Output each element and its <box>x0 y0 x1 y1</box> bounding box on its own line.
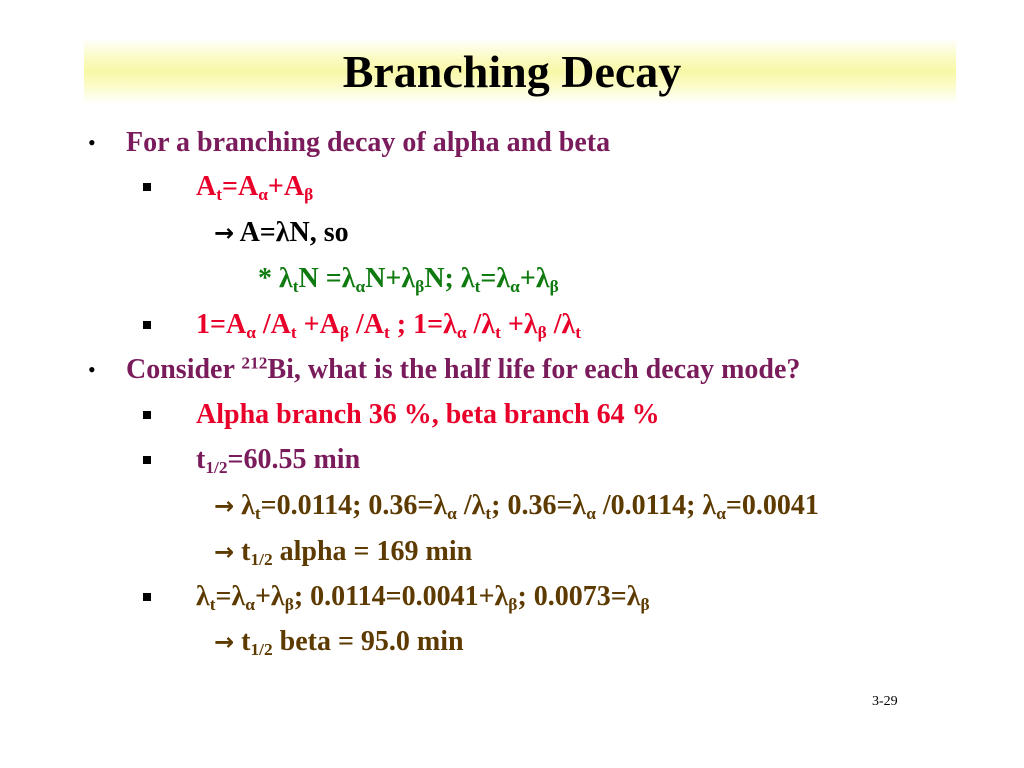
activity-lambda-line: → A=λN, so <box>214 217 349 248</box>
bullet-dot: • <box>88 357 96 382</box>
bullet-consider: Consider 212Bi, what is the half life fo… <box>126 353 801 385</box>
alpha-half-life-line: → t1/2 alpha = 169 min <box>214 536 473 570</box>
arrow-right-icon: → <box>214 538 235 566</box>
square-bullet <box>143 411 151 419</box>
square-bullet <box>143 321 151 329</box>
lambda-sum-line: * λtN =λαN+λβN; λt=λα+λβ <box>258 263 559 297</box>
half-life-line: t1/2=60.55 min <box>196 444 361 478</box>
beta-calc-line: λt=λα+λβ; 0.0114=0.0041+λβ; 0.0073=λβ <box>196 581 650 615</box>
square-bullet <box>143 183 151 191</box>
bullet-dot: • <box>88 130 96 155</box>
activity-sum-line: At=Aα+Aβ <box>196 171 314 205</box>
ratio-line: 1=Aα /At +Aβ /At ; 1=λα /λt +λβ /λt <box>196 309 582 343</box>
title-band <box>84 38 956 104</box>
square-bullet <box>143 456 151 464</box>
arrow-right-icon: → <box>214 628 235 656</box>
arrow-right-icon: → <box>214 219 235 247</box>
beta-half-life-line: → t1/2 beta = 95.0 min <box>214 626 464 660</box>
lambda-calc-line: → λt=0.0114; 0.36=λα /λt; 0.36=λα /0.011… <box>214 490 819 524</box>
bullet-branching: For a branching decay of alpha and beta <box>126 127 611 158</box>
slide-title: Branching Decay <box>342 46 682 97</box>
arrow-right-icon: → <box>214 492 235 520</box>
square-bullet <box>143 593 151 601</box>
page-number: 3-29 <box>872 694 898 709</box>
branch-ratio-line: Alpha branch 36 %, beta branch 64 % <box>196 399 660 430</box>
